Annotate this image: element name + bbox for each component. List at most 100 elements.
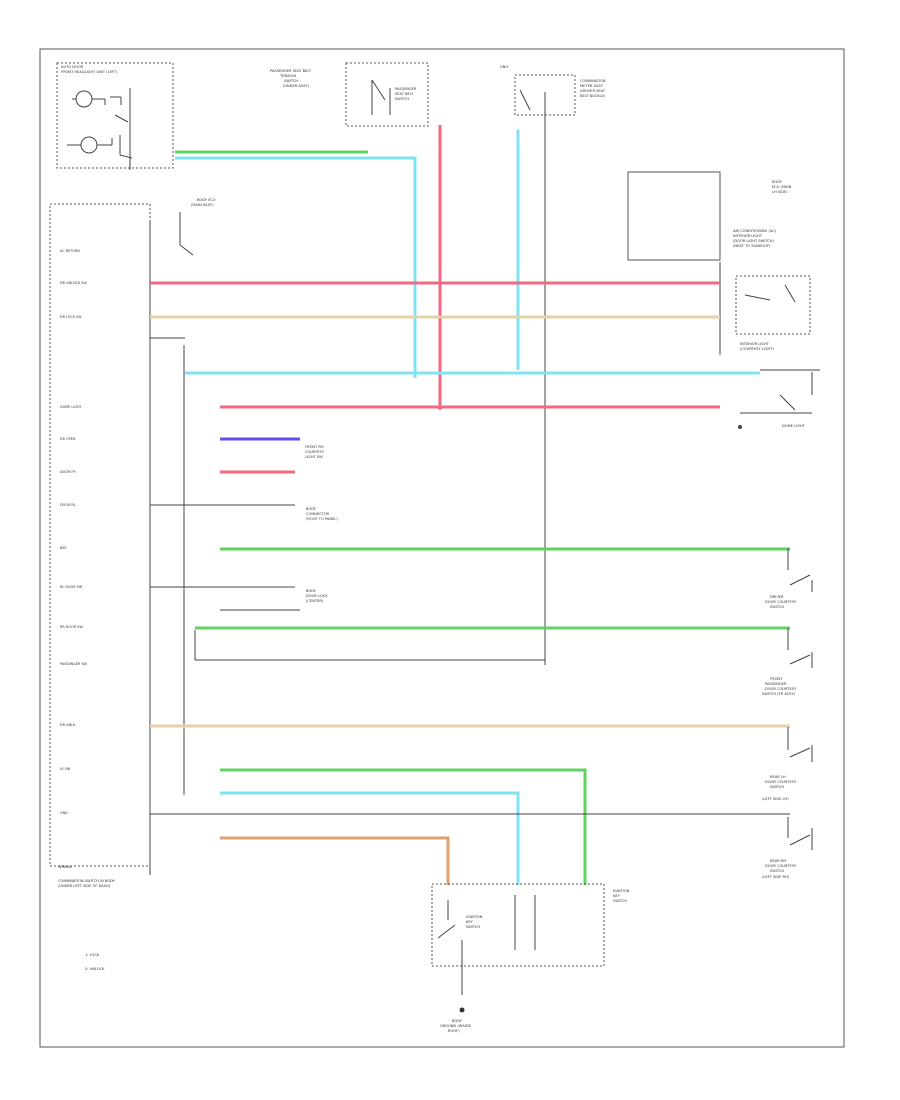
courtesy-light-label: (COURTESY LIGHT) (740, 347, 774, 351)
door-lock-label: (CENTER) (306, 599, 324, 603)
rear-lh-label: SWITCH (770, 785, 784, 789)
pin-label: BAT (60, 546, 67, 550)
wire-cyan (220, 791, 520, 885)
headlight-unit-sublabel: FRONT HEADLIGHT UNIT (LEFT) (61, 70, 118, 74)
body-ecu-label: ECU (MAIN (772, 185, 792, 189)
combination-meter-label: BELT BUCKLE) (580, 94, 606, 98)
passenger-switch-label: (UNDER ASSY) (283, 84, 310, 88)
courtesy-switch-label: LIGHT SW (305, 455, 323, 459)
pin-labels: AC RETURN DR UNLOCK SW DR LOCK SW DOME LIGH… (60, 249, 87, 815)
pin-label: DOOR FR (60, 470, 76, 474)
headlight-unit-box (56, 62, 174, 169)
pin-label: DOME LIGHT (60, 405, 82, 409)
passenger-seat-belt-label: SWITCH (395, 97, 409, 101)
interior-light-label: (NEXT TO SUNROOF) (733, 244, 771, 248)
pin-label: RL DOOR SW (60, 585, 83, 589)
body-connector-label: CONNECTOR (306, 512, 330, 516)
rear-rh-label: REAR RH (770, 859, 786, 863)
dome-light-wiring (740, 369, 820, 414)
rear-lh-switch-symbol (787, 727, 813, 762)
body-connector-label: BODY (306, 507, 317, 511)
pin-label: AC RETURN (60, 249, 80, 253)
ignition-label: KEY (613, 894, 621, 898)
rear-lh-label: REAR LH (770, 775, 786, 779)
rear-rh-label: DOOR COURTESY (765, 864, 797, 868)
passenger-switch-label: TENSION (279, 74, 296, 78)
courtesy-light-label: INTERIOR LIGHT (740, 342, 770, 346)
rear-rh-label: SWITCH (770, 869, 784, 873)
interior-light-box (735, 275, 811, 335)
pin-label: DR OPEN (60, 437, 76, 441)
lamp-icon (80, 136, 98, 154)
caption: (UNDER LEFT SIDE OF DASH) (58, 884, 111, 888)
headlight-wiring (72, 96, 129, 123)
ground-label: ROOF) (448, 1029, 460, 1033)
front-passenger-switch-symbol (787, 628, 813, 668)
front-passenger-label: FRONT (770, 677, 783, 681)
body-connector-label: (ROOF TO PANEL) (306, 517, 338, 521)
ignition-inner-label: KEY (466, 920, 474, 924)
pin-label: GND (60, 811, 68, 815)
block-title: BODY ECU (197, 198, 216, 202)
diagram-frame (39, 48, 845, 1048)
rear-rh-switch-symbol (787, 817, 813, 850)
combination-meter-label: (DRIVER SEAT (580, 89, 606, 93)
pin-label: PASSENGER SW (60, 662, 87, 666)
interior-light-label: INTERIOR LIGHT (733, 234, 763, 238)
passenger-seat-belt-label: SEAT BELT (395, 92, 414, 96)
ignition-label: SWITCH (613, 899, 627, 903)
combination-meter-label: COMBINATION (580, 79, 606, 83)
courtesy-switch-label: FRONT RH (305, 445, 324, 449)
driver-door-label: DRIVER (770, 595, 784, 599)
ignition-inner-label: SWITCH (466, 925, 480, 929)
pin-label: DOOR RL (60, 503, 76, 507)
wire-green (220, 768, 587, 885)
ignition-inner-label: IGNITION (466, 915, 483, 919)
ecu-internal-switch (179, 212, 194, 256)
ground-icon (738, 425, 742, 429)
front-passenger-label: SWITCH (FR ASSY) (762, 692, 796, 696)
courtesy-switch-symbol (744, 284, 796, 303)
driver-door-switch-symbol (787, 548, 813, 592)
interior-light-label: AIR CONDITIONING (AC) (733, 229, 777, 233)
front-passenger-label: PASSENGER (765, 682, 787, 686)
door-lock-label: DOOR LOCK (306, 594, 328, 598)
headlight-wiring (67, 88, 133, 170)
combination-meter-label: UNIT (500, 65, 509, 69)
ground-icon (459, 1007, 465, 1013)
combination-meter-label: METER ASSY (580, 84, 603, 88)
wires (150, 125, 790, 885)
ignition-switch-symbol (437, 900, 463, 995)
rear-rh-label: (LEFT SIDE RH) (762, 875, 790, 879)
rear-lh-label: DOOR COURTESY (765, 780, 797, 784)
lamp-icon (75, 90, 93, 108)
dome-light-label: DOME LIGHT (782, 424, 806, 428)
legend-item: 1: LOCK (85, 953, 100, 957)
rear-lh-label: (LEFT SIDE LH) (762, 797, 789, 801)
body-ecu-label: BODY (772, 180, 783, 184)
headlight-unit-label: AUTO DOOR (61, 65, 84, 69)
door-lock-bus (194, 630, 545, 661)
body-ecu-block (49, 203, 151, 867)
passenger-switch-label: SWITCH (284, 79, 298, 83)
block-footer: WIRING (58, 865, 72, 869)
ignition-switch-dividers (514, 895, 536, 950)
passenger-switch-box (345, 62, 429, 127)
passenger-seat-belt-label: PASSENGER (395, 87, 417, 91)
legend-item: 2: UNLOCK (85, 967, 105, 971)
front-passenger-label: DOOR COURTESY (765, 687, 797, 691)
meter-wiring (519, 89, 546, 665)
pin-label: DR UNLOCK SW (60, 281, 87, 285)
ignition-label: IGNITION (613, 889, 630, 893)
caption: COMBINATION SWITCH IN BODY (58, 879, 116, 883)
body-ecu-box (627, 171, 721, 261)
pin-label: DR LOCK SW (60, 315, 82, 319)
ground-label: BODY (452, 1019, 463, 1023)
body-ecu-label: LH SIDE) (772, 190, 788, 194)
ground-label: GROUND (INSIDE (440, 1024, 472, 1028)
switch-symbol (371, 79, 391, 115)
driver-door-label: SWITCH (770, 605, 784, 609)
courtesy-switch-label: COURTESY (305, 450, 325, 454)
